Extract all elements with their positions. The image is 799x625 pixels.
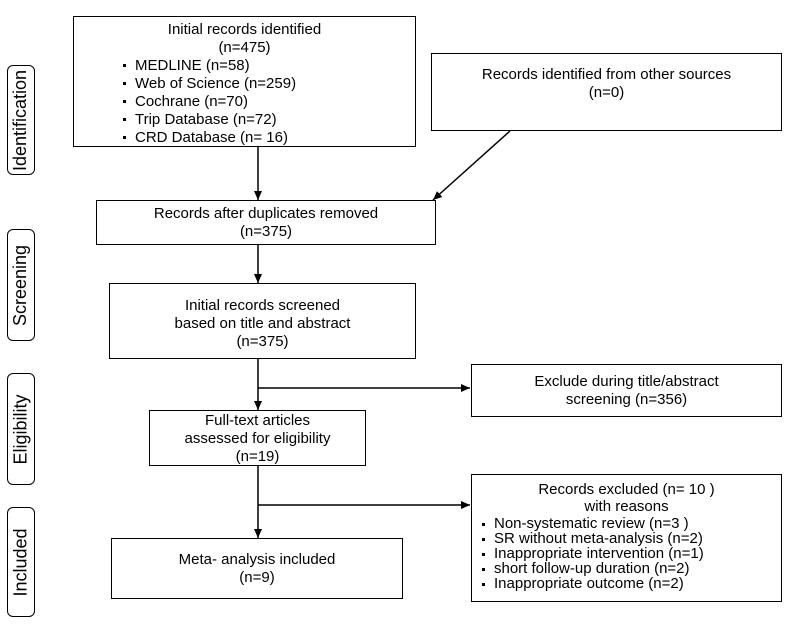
other-sources-title: Records identified from other sources [481,66,732,83]
duplicates-count: (n=375) [239,223,293,240]
meta-analysis-title: Meta- analysis included [178,551,336,568]
source-item: MEDLINE (n=58) [121,57,415,75]
box-fulltext-assessed: Full-text articles assessed for eligibil… [149,410,366,466]
records-excluded-line-2: with reasons [584,498,669,515]
initial-records-count: (n=475) [218,39,271,56]
meta-analysis-count: (n=9) [239,569,275,586]
arrow-other-to-duplicates [432,130,511,201]
initial-records-title: Initial records identified [167,21,322,38]
source-item: Cochrane (n=70) [121,93,415,111]
stage-label-screening: Screening [7,229,35,341]
exclusion-reason: Inappropriate outcome (n=2) [480,576,781,591]
duplicates-title: Records after duplicates removed [153,205,379,222]
fulltext-line-1: Full-text articles [204,412,311,429]
fulltext-count: (n=19) [235,448,280,465]
excluded-screening-line-1: Exclude during title/abstract [534,373,719,390]
box-excluded-screening: Exclude during title/abstract screening … [471,364,782,417]
box-meta-analysis-included: Meta- analysis included (n=9) [111,538,403,599]
stage-label-identification: Identification [7,65,35,175]
exclusion-reason: short follow-up duration (n=2) [480,561,781,576]
excluded-screening-line-2: screening (n=356) [565,391,688,408]
screened-line-2: based on title and abstract [174,315,351,332]
box-duplicates-removed: Records after duplicates removed (n=375) [96,200,436,245]
box-title-abstract-screened: Initial records screened based on title … [109,283,416,359]
exclusion-reason: Inappropriate intervention (n=1) [480,546,781,561]
stage-label-included: Included [7,507,35,617]
source-item: CRD Database (n= 16) [121,129,415,147]
other-sources-count: (n=0) [588,84,625,101]
source-item: Web of Science (n=259) [121,75,415,93]
fulltext-line-2: assessed for eligibility [184,430,331,447]
records-excluded-line-1: Records excluded (n= 10 ) [538,481,715,498]
source-item: Trip Database (n=72) [121,111,415,129]
box-records-excluded: Records excluded (n= 10 ) with reasons N… [471,474,782,602]
box-other-sources: Records identified from other sources (n… [431,53,782,131]
stage-label-eligibility: Eligibility [7,373,35,485]
exclusion-reasons-list: Non-systematic review (n=3 ) SR without … [480,516,781,591]
source-list: MEDLINE (n=58) Web of Science (n=259) Co… [121,57,415,147]
screened-count: (n=375) [236,333,289,350]
exclusion-reason: Non-systematic review (n=3 ) [480,516,781,531]
box-initial-records: Initial records identified (n=475) MEDLI… [73,16,416,147]
exclusion-reason: SR without meta-analysis (n=2) [480,531,781,546]
screened-line-1: Initial records screened [184,297,341,314]
